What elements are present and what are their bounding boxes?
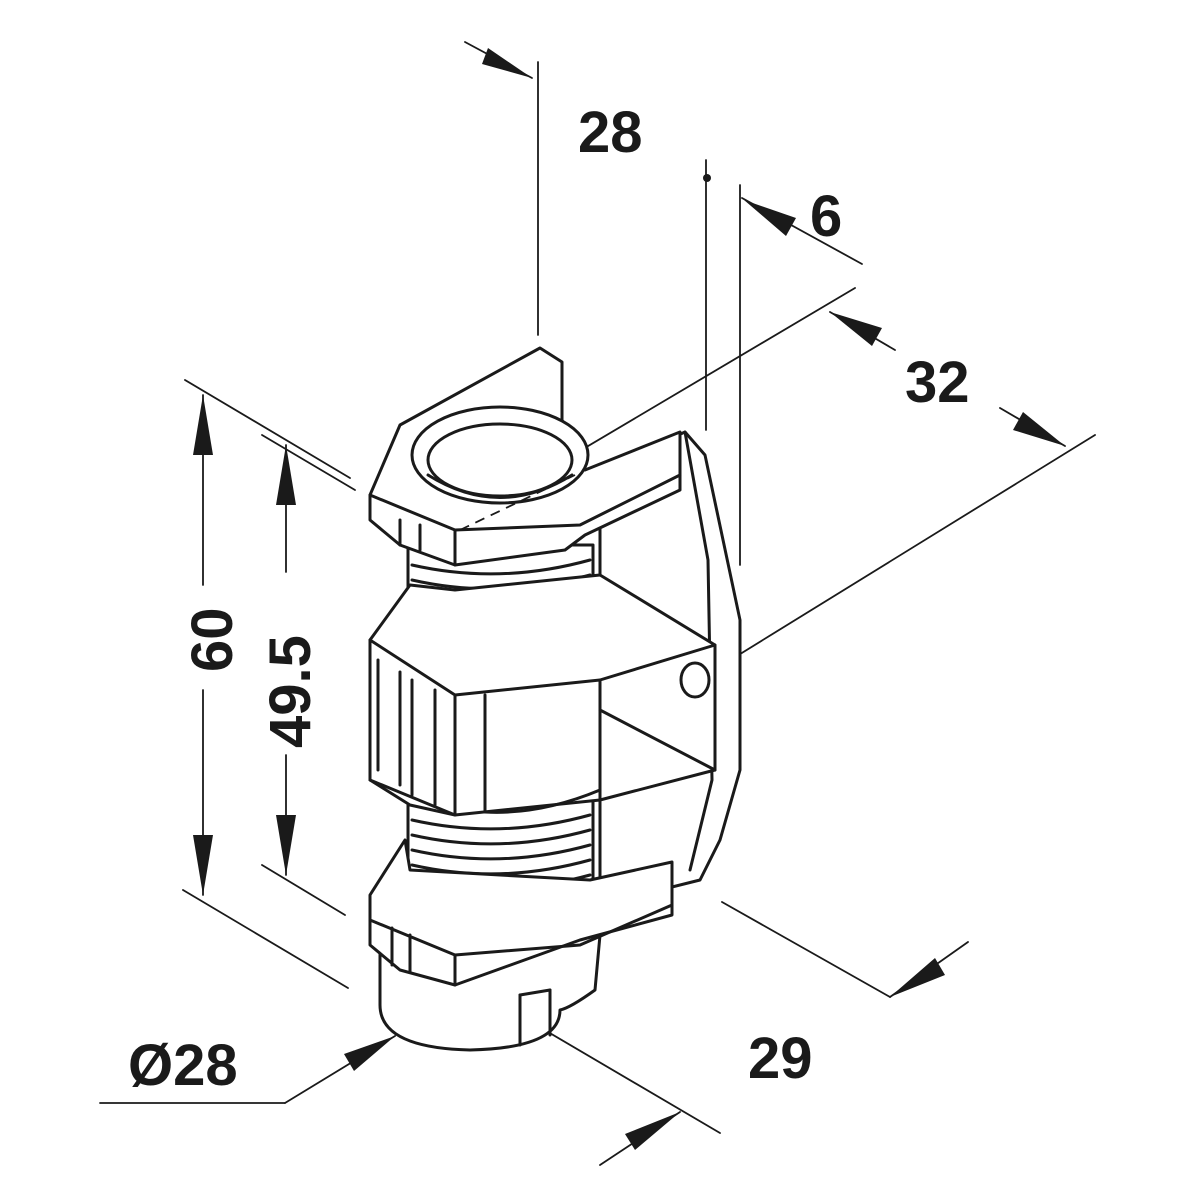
dimension-32: 32 bbox=[479, 287, 1096, 681]
dimension-49-5: 49.5 bbox=[258, 434, 356, 916]
dimension-60: 60 bbox=[180, 379, 351, 989]
hinge-middle-bracket bbox=[368, 573, 717, 817]
dimension-diameter-28: Ø28 bbox=[99, 1033, 396, 1104]
dimension-label-32: 32 bbox=[905, 350, 970, 415]
hinge-axis-line bbox=[459, 474, 576, 531]
dimension-6: 6 bbox=[703, 159, 863, 566]
hinge-body bbox=[368, 346, 742, 1052]
dimension-29: 29 bbox=[479, 901, 969, 1166]
hinge-bottom-bracket bbox=[368, 838, 674, 987]
dimension-label-diameter-28: Ø28 bbox=[128, 1033, 238, 1098]
hinge-pin-hole bbox=[679, 661, 711, 699]
dimension-label-29: 29 bbox=[748, 1026, 813, 1091]
dimension-label-60: 60 bbox=[180, 607, 245, 672]
dimension-28-top: 28 bbox=[464, 41, 643, 336]
dimension-label-49-5: 49.5 bbox=[258, 635, 323, 748]
dimension-label-28-top: 28 bbox=[578, 100, 643, 165]
dimension-label-6: 6 bbox=[810, 184, 842, 249]
